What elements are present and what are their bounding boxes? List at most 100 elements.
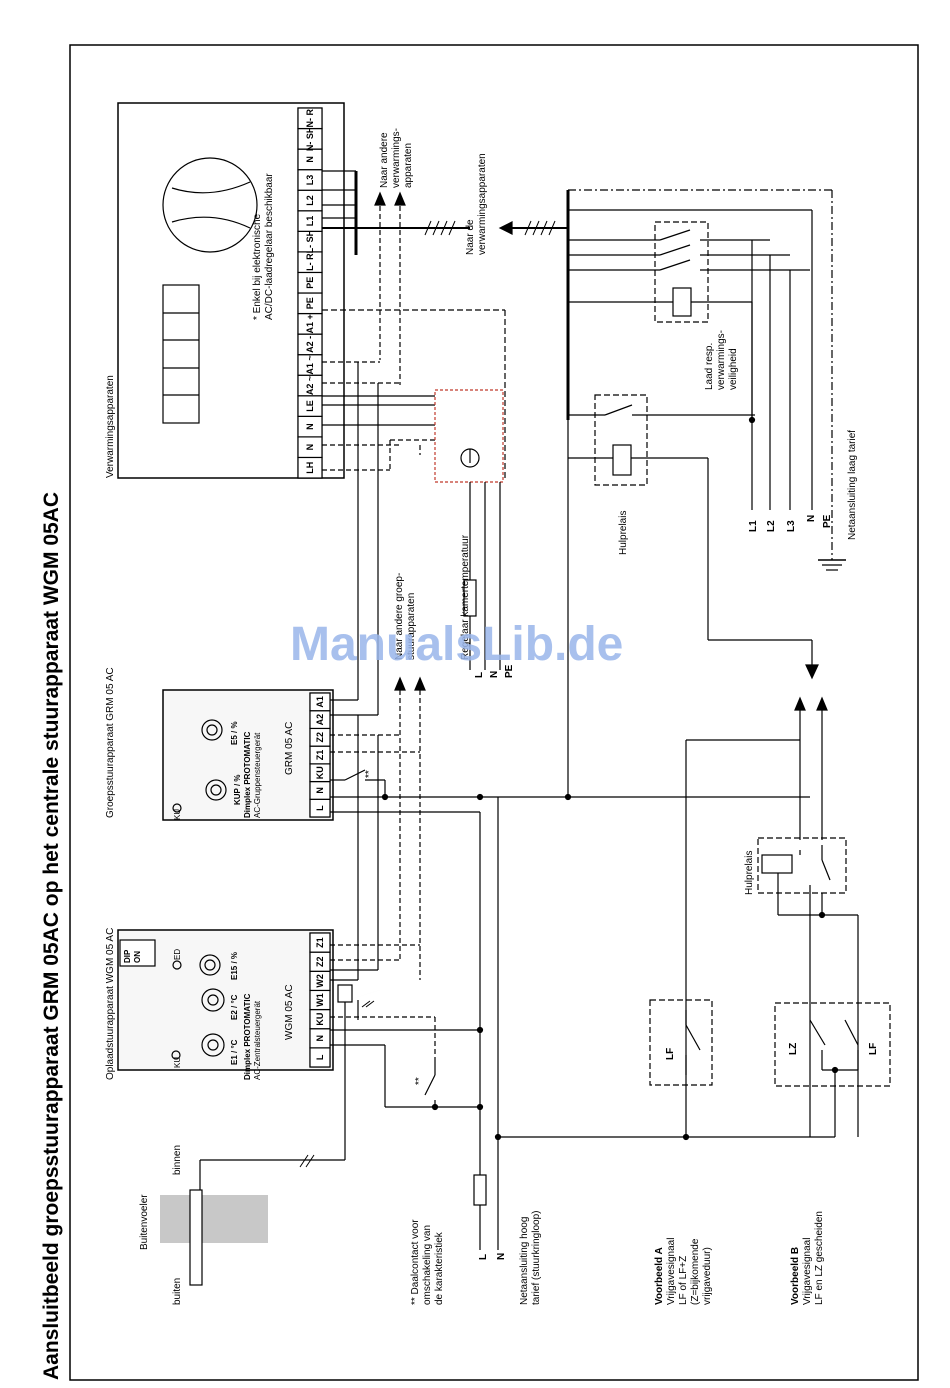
charge-device-model: WGM 05 AC (284, 984, 295, 1040)
example-a-contact: LF (665, 1048, 676, 1060)
group-terminal-label: Z1 (315, 750, 325, 761)
group-to-other-line1: Naar andere groep- (394, 573, 405, 660)
charge-terminal-label: W2 (315, 974, 325, 988)
mains-low-label: Netaansluiting laag tarief (847, 430, 858, 540)
sensor-label: Buitenvoeler (139, 1194, 150, 1250)
heater-terminal-label: A1 ~ (305, 355, 315, 374)
example-b-box (774, 1002, 891, 1137)
example-b-line1: Vrijgavesignaal (802, 1238, 813, 1305)
charge-terminal-label: W1 (315, 993, 325, 1007)
example-b-line2: LF en LZ gescheiden (814, 1211, 825, 1305)
group-device-model: GRM 05 AC (284, 722, 295, 775)
room-controller-wire-n: N (489, 671, 500, 678)
heater-terminal-label: L- SH (305, 230, 315, 254)
to-other-heaters-line1: Naar andere (379, 132, 390, 188)
charge-device-dip: DIP (123, 949, 132, 963)
mains-low-wire-l2: L2 (766, 520, 777, 532)
heater-terminal-label: N (305, 444, 315, 451)
room-controller-wire-l: L (474, 672, 485, 678)
group-terminal-label: A1 (315, 696, 325, 708)
footnote-line3: de karakteristiek (434, 1231, 445, 1305)
heater-terminal-label: A1 + (305, 314, 315, 333)
heater-terminal-label: N- R (305, 109, 315, 128)
heater-label: Verwarmingsapparaten (105, 375, 116, 478)
mains-low-wire-l3: L3 (786, 520, 797, 532)
group-device-brand: Dimplex PROTOMATIC (243, 731, 252, 818)
charge-device-knob2: E2 / °C (230, 994, 239, 1020)
group-terminal-label: A2 (315, 714, 325, 726)
group-terminal-label: Z2 (315, 732, 325, 743)
example-b-contact-lf: LF (868, 1043, 879, 1055)
to-other-heaters-line3: apparaten (403, 143, 414, 188)
heater-note-line2: AC/DC-laadregelaar beschikbaar (264, 173, 275, 320)
group-device-ku: KU (173, 809, 182, 820)
outer-frame (69, 44, 919, 1381)
heater-terminal-label: L2 (305, 195, 315, 206)
to-other-heaters-arrows (322, 191, 470, 385)
heater-terminal-label: PE (305, 297, 315, 309)
charge-device-sub: AC-Zentralsteuergerät (253, 1000, 262, 1080)
footnote-line2: omschakeling van (422, 1225, 433, 1305)
group-terminal-label: KU (315, 766, 325, 779)
aux-relay-1-label: Hulprelais (618, 511, 629, 555)
heater-terminal-label: L3 (305, 175, 315, 186)
heater-terminal-label: LH (305, 462, 315, 474)
example-a-box (649, 999, 713, 1141)
charge-terminal-label: Z1 (315, 937, 325, 948)
heater-note-star: * Enkel bij elektronische (252, 213, 263, 320)
heater-bus-wires (322, 170, 506, 715)
example-b-contact-lz: LZ (788, 1043, 799, 1055)
load-relay-line3: veiligheid (728, 348, 739, 390)
heater-terminal-label: A2 - (305, 336, 315, 353)
heater-terminal-label: L- R (305, 253, 315, 271)
charge-device-wires (200, 715, 835, 1250)
charge-device-ed: ED (173, 949, 182, 960)
example-b-heading: Voorbeeld B (790, 1247, 801, 1305)
load-relay (568, 189, 833, 510)
group-terminal-label: N (315, 787, 325, 794)
footnote-line1: ** Daalcontact voor (410, 1219, 421, 1305)
load-relay-line2: verwarmings- (716, 330, 727, 390)
group-device-wires (330, 676, 810, 980)
charge-terminal-label: KU (315, 1013, 325, 1026)
charge-device-title: Oplaadstuurapparaat WGM 05 AC (105, 928, 116, 1080)
room-controller-wire-pe: PE (504, 664, 515, 678)
group-contact-mark: ** (364, 770, 375, 778)
example-a-line2: LF of LF+Z (678, 1256, 689, 1305)
mains-high-wire-n: N (496, 1253, 507, 1260)
heater-terminal-label: N- SH (305, 127, 315, 152)
charge-device-on: ON (133, 951, 142, 963)
example-a-heading: Voorbeeld A (654, 1247, 665, 1305)
mains-high-label-line2: tarief (stuurkringloop) (531, 1211, 542, 1305)
group-device-sub: AC-Gruppensteuergerät (253, 732, 262, 818)
watermark: ManualsLib.de (290, 618, 623, 671)
charge-terminal-cell (309, 932, 331, 953)
to-devices-line2: verwarmingsapparaten (477, 153, 488, 255)
aux-relay-1 (567, 394, 819, 797)
mains-low-wire-l1: L1 (748, 520, 759, 532)
to-other-heaters-line2: verwarmings- (391, 128, 402, 188)
group-to-other-line2: stuurapparaten (406, 593, 417, 660)
charge-contact-mark: ** (414, 1077, 425, 1085)
room-controller-label: Regelaar kamertemperatuur (460, 534, 471, 660)
charge-device-knob3: E15 / % (230, 952, 239, 980)
heater-terminal-label: L1 (305, 216, 315, 227)
to-devices-arrow (498, 190, 570, 420)
aux-relay-2-label: Hulprelais (744, 851, 755, 895)
group-device-knob1: KUP / % (233, 774, 242, 805)
outdoor-sensor (160, 1160, 268, 1286)
charge-device-ku: KU (173, 1057, 182, 1068)
heater-terminal-cell (297, 107, 323, 130)
ground-symbol (818, 510, 846, 571)
example-a-line1: Vrijgavesignaal (666, 1238, 677, 1305)
charge-device-box (117, 929, 334, 1071)
heater-terminal-label: PE (305, 277, 315, 289)
group-terminal-cell (309, 692, 331, 712)
heater-terminal-label: N (305, 156, 315, 163)
mains-low-wire-n: N (806, 515, 817, 522)
heater-terminal-label: A2 ~ (305, 376, 315, 395)
